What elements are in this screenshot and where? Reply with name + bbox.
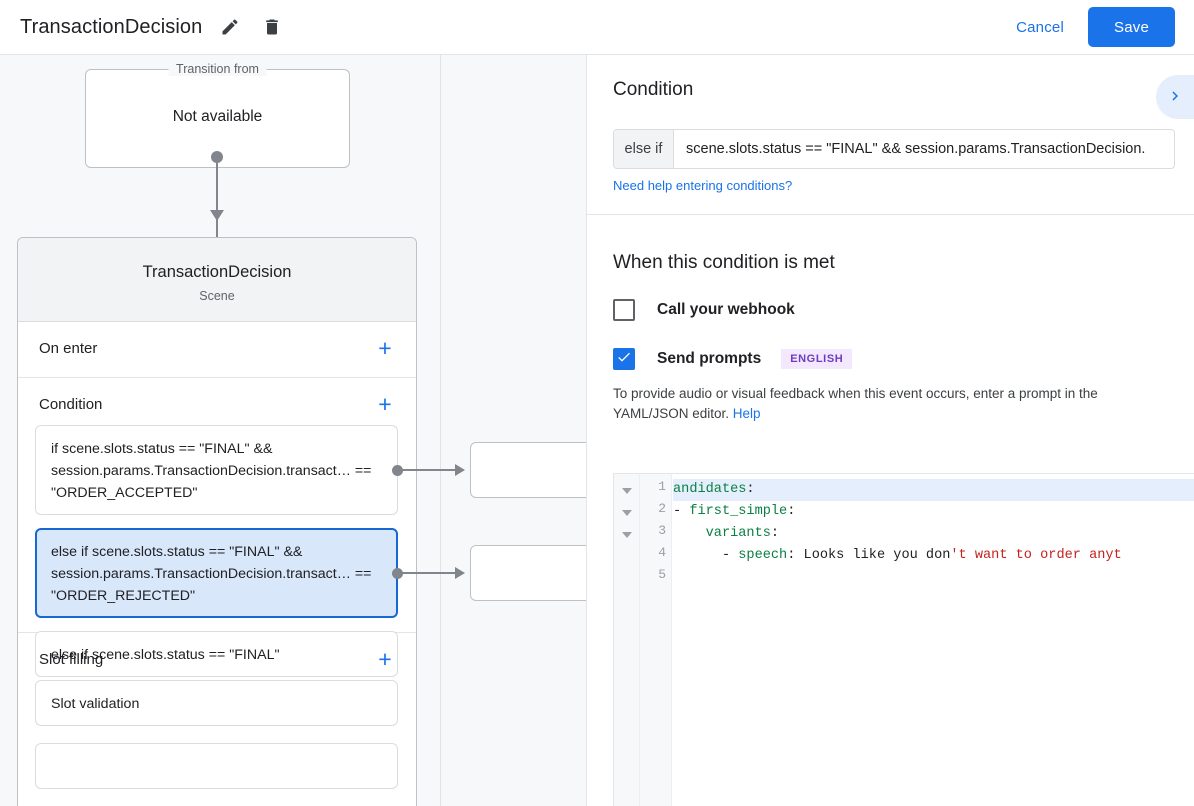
code-token: : xyxy=(787,504,796,519)
code-line-1[interactable]: andidates: xyxy=(673,479,755,501)
app-header: TransactionDecision Cancel Save xyxy=(0,0,1194,55)
pencil-icon xyxy=(220,17,240,37)
code-token: - xyxy=(673,548,739,563)
edge-line-condition-2 xyxy=(402,572,457,574)
add-condition-button[interactable]: + xyxy=(372,391,398,417)
code-token: 't want to order anyt xyxy=(950,548,1122,563)
code-token xyxy=(673,526,706,541)
section-on-enter: On enter + xyxy=(18,322,416,378)
code-token: : xyxy=(787,548,804,563)
fold-gutter[interactable] xyxy=(614,474,640,806)
edge-dot-condition-2 xyxy=(392,568,403,579)
prompts-row[interactable]: Send prompts ENGLISH xyxy=(613,348,853,370)
prompt-help-sentence: To provide audio or visual feedback when… xyxy=(613,386,1098,421)
call-webhook-label: Call your webhook xyxy=(657,301,795,318)
actions-heading: When this condition is met xyxy=(613,252,835,273)
section-header: Condition + xyxy=(18,378,416,434)
condition-input[interactable] xyxy=(674,130,1174,168)
line-number: 5 xyxy=(658,567,666,582)
code-token: andidates xyxy=(673,482,747,497)
slot-filling-chip-2[interactable] xyxy=(35,743,398,789)
add-slot-filling-button[interactable]: + xyxy=(372,646,398,672)
scene-type: Scene xyxy=(199,289,235,303)
details-panel: Condition else if Need help entering con… xyxy=(586,55,1194,806)
call-webhook-checkbox[interactable] xyxy=(613,299,635,321)
connector-arrow-icon xyxy=(210,210,224,221)
condition-chip-2[interactable]: else if scene.slots.status == "FINAL" &&… xyxy=(35,528,398,618)
target-node-2[interactable] xyxy=(470,545,586,601)
fold-arrow-line-1[interactable] xyxy=(622,488,632,494)
transition-to-node[interactable]: Transition to TransactionDecision Scene … xyxy=(17,237,417,806)
save-button[interactable]: Save xyxy=(1088,7,1175,47)
condition-help-link[interactable]: Need help entering conditions? xyxy=(613,178,793,193)
section-title-on-enter: On enter xyxy=(39,340,98,357)
canvas-divider xyxy=(440,55,441,806)
condition-chip-1[interactable]: if scene.slots.status == "FINAL" && sess… xyxy=(35,425,398,515)
code-line-2[interactable]: - first_simple: xyxy=(673,501,795,523)
send-prompts-checkbox[interactable] xyxy=(613,348,635,370)
code-token: : xyxy=(746,482,755,497)
code-token: : xyxy=(770,526,780,541)
line-number: 2 xyxy=(658,501,666,516)
edge-arrow-condition-1 xyxy=(455,464,465,476)
fold-arrow-line-3[interactable] xyxy=(622,532,632,538)
condition-input-row[interactable]: else if xyxy=(613,129,1175,169)
add-on-enter-button[interactable]: + xyxy=(372,335,398,361)
check-icon xyxy=(616,349,632,370)
section-title-slot-filling: Slot filling xyxy=(39,651,104,668)
prompt-help-link[interactable]: Help xyxy=(732,406,761,421)
target-node-1[interactable] xyxy=(470,442,586,498)
scene-header: TransactionDecision Scene xyxy=(18,238,416,322)
transition-from-legend: Transition from xyxy=(168,62,267,76)
prompt-help-text: To provide audio or visual feedback when… xyxy=(613,384,1175,424)
edge-dot-condition-1 xyxy=(392,465,403,476)
line-number: 1 xyxy=(658,479,666,494)
edit-title-button[interactable] xyxy=(216,13,244,41)
edge-line-condition-1 xyxy=(402,469,457,471)
cancel-button[interactable]: Cancel xyxy=(1002,11,1078,44)
delete-button[interactable] xyxy=(258,13,286,41)
condition-heading: Condition xyxy=(613,79,694,100)
condition-prefix-label: else if xyxy=(614,130,674,168)
edge-arrow-condition-2 xyxy=(455,567,465,579)
collapse-panel-button[interactable] xyxy=(1156,75,1194,119)
line-number-gutter: 1 2 3 4 5 xyxy=(640,474,672,806)
line-number: 4 xyxy=(658,545,666,560)
language-badge: ENGLISH xyxy=(781,349,853,369)
code-token: variants xyxy=(705,526,771,541)
code-token: first_simple xyxy=(689,504,788,519)
section-header: On enter + xyxy=(18,322,416,378)
chevron-right-icon xyxy=(1166,87,1184,108)
condition-chip-3[interactable]: else if scene.slots.status == "FINAL" xyxy=(35,631,398,677)
code-token: - xyxy=(673,504,690,519)
fold-arrow-line-2[interactable] xyxy=(622,510,632,516)
section-slot-filling: Slot filling + Slot validation xyxy=(18,633,416,806)
page-title: TransactionDecision xyxy=(20,15,203,38)
condition-section: Condition else if Need help entering con… xyxy=(587,55,1194,215)
section-condition: Condition + if scene.slots.status == "FI… xyxy=(18,378,416,677)
trash-icon xyxy=(262,17,282,37)
transition-from-value: Not available xyxy=(172,108,263,125)
diagram-canvas[interactable]: Transition from Not available Transition… xyxy=(0,55,586,806)
slot-filling-chip-1[interactable]: Slot validation xyxy=(35,680,398,726)
scene-name: TransactionDecision xyxy=(142,263,292,281)
section-header: Slot filling + xyxy=(18,633,416,689)
webhook-row[interactable]: Call your webhook xyxy=(613,299,795,321)
code-line-3[interactable]: variants: xyxy=(673,523,779,545)
code-line-4[interactable]: - speech: Looks like you don't want to o… xyxy=(673,545,1122,567)
section-title-condition: Condition xyxy=(39,396,103,413)
active-line-highlight xyxy=(673,479,1194,501)
code-token: Looks like you don xyxy=(803,548,951,563)
line-number: 3 xyxy=(658,523,666,538)
send-prompts-label: Send prompts xyxy=(657,350,762,367)
code-token: speech xyxy=(738,548,788,563)
